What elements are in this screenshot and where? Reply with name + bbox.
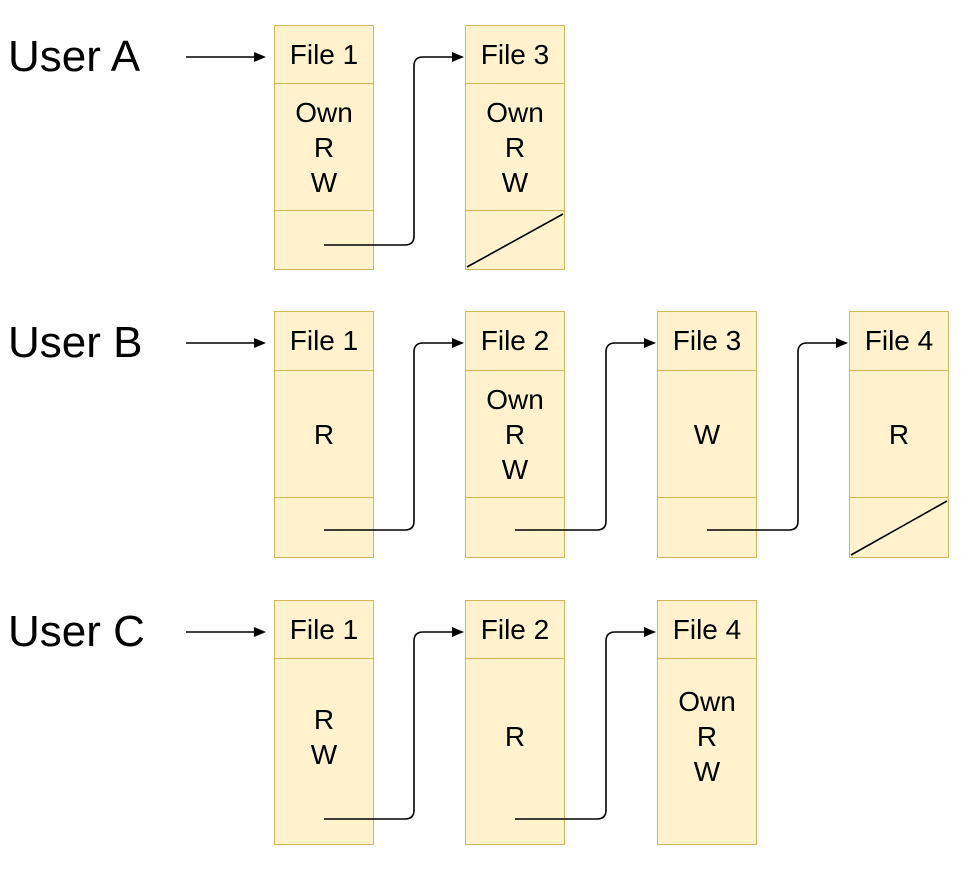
permissions-cell: R — [466, 659, 564, 844]
permission-label: R — [696, 721, 718, 752]
user-label: User A — [8, 32, 141, 81]
pointer-cell — [275, 210, 373, 269]
pointer-cell — [466, 497, 564, 557]
permission-label: R — [313, 131, 335, 163]
arrowhead-icon — [644, 338, 656, 348]
permission-label: W — [501, 166, 529, 198]
arrowhead-icon — [254, 338, 266, 348]
permission-label: R — [504, 131, 526, 163]
file-box-row1-entry0: File 1 R — [274, 311, 374, 558]
permission-label: R — [313, 418, 335, 450]
permission-label: R — [504, 721, 526, 752]
permission-label: W — [310, 166, 338, 198]
pointer-cell — [466, 210, 564, 269]
file-box-row2-entry1: File 2 R — [465, 600, 565, 845]
permission-label: W — [501, 453, 529, 485]
user-label: User B — [8, 318, 143, 367]
permissions-cell: R — [850, 371, 948, 497]
permission-label: Own — [486, 96, 544, 128]
file-box-header: File 3 — [466, 26, 564, 84]
file-box-header: File 1 — [275, 26, 373, 84]
file-box-header: File 4 — [850, 312, 948, 371]
file-box-header: File 3 — [658, 312, 756, 371]
pointer-cell — [850, 497, 948, 557]
user-label: User C — [8, 607, 145, 656]
file-box-row1-entry2: File 3 W — [657, 311, 757, 558]
arrowhead-icon — [452, 338, 464, 348]
permission-label: W — [310, 738, 338, 770]
permission-label: Own — [678, 686, 736, 717]
arrowhead-icon — [452, 627, 464, 637]
permission-label: R — [888, 418, 910, 450]
file-box-row1-entry3: File 4 R — [849, 311, 949, 558]
pointer-cell — [658, 497, 756, 557]
arrowhead-icon — [254, 627, 266, 637]
permission-label: R — [313, 703, 335, 735]
permission-label: W — [693, 418, 721, 450]
permission-label: Own — [295, 96, 353, 128]
permissions-cell: R — [275, 371, 373, 497]
arrowhead-icon — [836, 338, 848, 348]
file-box-header: File 2 — [466, 601, 564, 659]
file-box-header: File 4 — [658, 601, 756, 659]
permissions-cell: W — [658, 371, 756, 497]
permission-label: W — [693, 756, 721, 787]
permission-label: Own — [486, 383, 544, 415]
arrowhead-icon — [254, 52, 266, 62]
arrowhead-icon — [452, 52, 464, 62]
permission-label: R — [504, 418, 526, 450]
file-box-header: File 2 — [466, 312, 564, 371]
file-box-header: File 1 — [275, 601, 373, 659]
file-box-header: File 1 — [275, 312, 373, 371]
pointer-cell — [275, 497, 373, 557]
arrowhead-icon — [644, 627, 656, 637]
